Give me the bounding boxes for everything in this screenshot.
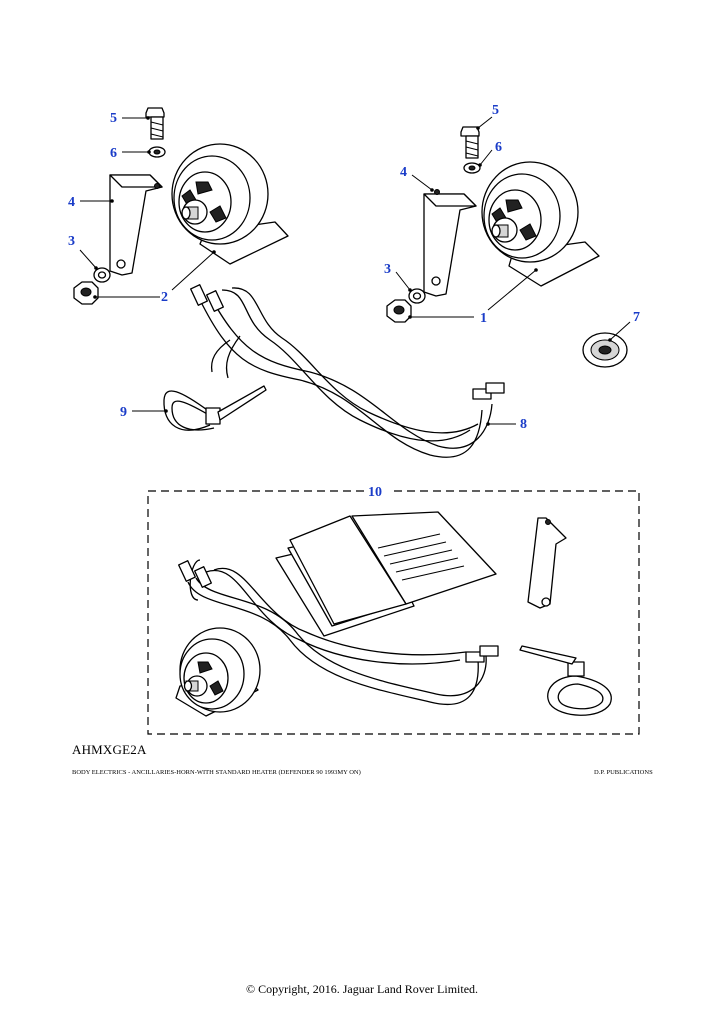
diagram-caption: BODY ELECTRICS - ANCILLARIES-HORN-WITH S… [72,769,361,776]
callout-5-right: 5 [492,103,499,118]
callout-6-right: 6 [495,140,502,155]
nut-right [386,299,412,323]
bolt-left [145,107,165,140]
callout-5-left: 5 [110,111,117,126]
horn-right [481,161,600,287]
callout-6-left: 6 [110,146,117,161]
right-horn-assembly [386,126,600,323]
kit-bracket [527,517,567,609]
callout-leaders [79,116,631,426]
spring-washer-right [463,162,481,174]
callout-1: 1 [480,311,487,326]
bolt-right [460,126,480,159]
kit-cable-tie [519,645,612,716]
kit-harness [178,559,499,706]
washer-left [93,267,111,283]
callouts: 5 6 4 3 2 5 6 4 3 1 7 8 9 10 [68,103,640,500]
copyright: © Copyright, 2016. Jaguar Land Rover Lim… [245,982,479,996]
callout-4-right: 4 [400,165,407,180]
bracket-right [423,189,477,297]
callout-3-right: 3 [384,262,391,277]
cable-tie [163,385,267,431]
left-horn-assembly [73,107,289,305]
callout-3-left: 3 [68,234,75,249]
washer-right [408,288,426,304]
kit-box [147,490,640,735]
callout-7: 7 [633,310,640,325]
spring-washer-left [148,146,166,158]
wiring-harness [190,284,505,458]
horn-left [171,143,289,265]
callout-10: 10 [368,485,382,500]
callout-9: 9 [120,405,127,420]
kit-horn [175,627,261,717]
parts-diagram: 5 6 4 3 2 5 6 4 3 1 7 8 9 10 [68,103,640,735]
bracket-left [109,174,163,276]
instruction-booklet [275,511,497,637]
publisher: D.P. PUBLICATIONS [594,769,653,776]
nut-left [73,281,99,305]
callout-4-left: 4 [68,195,75,210]
callout-8: 8 [520,417,527,432]
grommet [582,332,628,368]
callout-2: 2 [161,290,168,305]
drawing-code: AHMXGE2A [72,742,147,757]
